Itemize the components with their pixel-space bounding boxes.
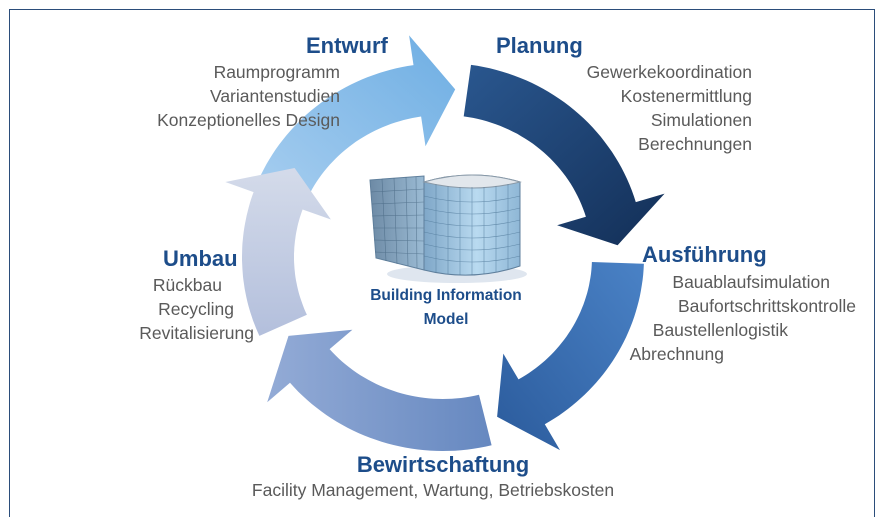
- arrow-entwurf: [254, 35, 456, 209]
- list-item: Baustellenlogistik: [652, 320, 788, 340]
- list-item: Bauablaufsimulation: [672, 272, 830, 292]
- list-item: Revitalisierung: [139, 323, 254, 343]
- building-image: [369, 174, 527, 283]
- phase-title-bewirtschaftung: Bewirtschaftung: [356, 452, 530, 477]
- list-item: Konzeptionelles Design: [157, 110, 340, 130]
- list-item: Simulationen: [650, 110, 752, 130]
- arrow-umbau: [225, 168, 331, 336]
- list-item: Baufortschrittskontrolle: [678, 296, 856, 316]
- list-item: Recycling: [158, 299, 234, 319]
- list-item: Gewerkekoordination: [586, 62, 752, 82]
- arrow-planung: [463, 64, 665, 246]
- phase-title-ausfuehrung: Ausführung: [642, 242, 767, 267]
- list-item: Abrechnung: [629, 344, 724, 364]
- list-item: Variantenstudien: [209, 86, 340, 106]
- arrow-ausfuehrung: [497, 262, 644, 451]
- arrow-bewirtschaftung: [267, 329, 492, 451]
- center-label-line1: Building Information: [370, 287, 522, 304]
- phase-items-umbau: Rückbau Recycling Revitalisierung: [139, 273, 254, 345]
- list-item: Facility Management, Wartung, Betriebsko…: [251, 480, 615, 500]
- phase-title-entwurf: Entwurf: [306, 33, 388, 58]
- phase-items-bewirtschaftung: Facility Management, Wartung, Betriebsko…: [0, 478, 866, 502]
- cycle-arrows: [225, 35, 665, 451]
- list-item: Rückbau: [152, 275, 222, 295]
- phase-title-umbau: Umbau: [163, 246, 238, 271]
- center-label: Building Information Model: [326, 284, 566, 332]
- list-item: Raumprogramm: [213, 62, 340, 82]
- center-label-line2: Model: [423, 311, 469, 328]
- phase-title-planung: Planung: [496, 33, 583, 58]
- list-item: Berechnungen: [638, 134, 752, 154]
- phase-items-planung: Gewerkekoordination Kostenermittlung Sim…: [587, 60, 752, 156]
- phase-items-entwurf: Raumprogramm Variantenstudien Konzeption…: [157, 60, 340, 132]
- list-item: Kostenermittlung: [620, 86, 752, 106]
- phase-items-ausfuehrung: Bauablaufsimulation Baufortschrittskontr…: [630, 270, 856, 366]
